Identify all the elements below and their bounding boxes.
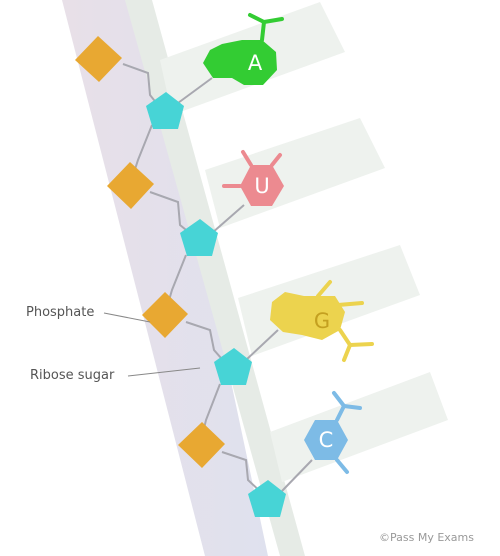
- phosphate-shape: [107, 162, 154, 209]
- backbone-band: [62, 0, 268, 556]
- base-arm-band-c: [270, 372, 448, 482]
- bond-line: [281, 459, 313, 492]
- base-g: G: [270, 280, 374, 362]
- base-arm-band-u: [205, 118, 385, 228]
- ribose-shape: [146, 92, 184, 129]
- base-letter: U: [254, 174, 269, 198]
- credit-text: ©Pass My Exams: [379, 531, 474, 544]
- ribose-callout-line: [127, 367, 201, 377]
- ribose-shape: [214, 348, 252, 385]
- base-a: A: [203, 13, 284, 85]
- bond-line: [177, 77, 213, 104]
- base-letter: A: [248, 51, 263, 75]
- base-u: U: [222, 150, 284, 206]
- base-letter: C: [319, 428, 334, 452]
- base-shape: [270, 292, 345, 340]
- base-shape: [240, 165, 284, 206]
- base-letter: G: [314, 309, 330, 333]
- bond-line: [211, 204, 245, 234]
- phosphate-shape: [75, 36, 122, 82]
- ribose-sugar-label: Ribose sugar: [30, 368, 115, 383]
- ribose-group: [146, 92, 286, 517]
- base-shape: [304, 420, 348, 460]
- bond-line: [245, 329, 279, 361]
- ribose-shape: [248, 480, 286, 517]
- base-shape: [203, 40, 277, 85]
- phosphate-group: [75, 36, 225, 468]
- base-connector-band: [125, 0, 305, 556]
- ribose-shape: [180, 219, 218, 256]
- bond-line: [221, 451, 265, 496]
- phosphate-shape: [178, 422, 225, 468]
- base-c: C: [304, 391, 362, 474]
- phosphate-label: Phosphate: [26, 305, 94, 320]
- phosphate-shape: [142, 292, 188, 338]
- phosphate-callout-line: [103, 312, 151, 323]
